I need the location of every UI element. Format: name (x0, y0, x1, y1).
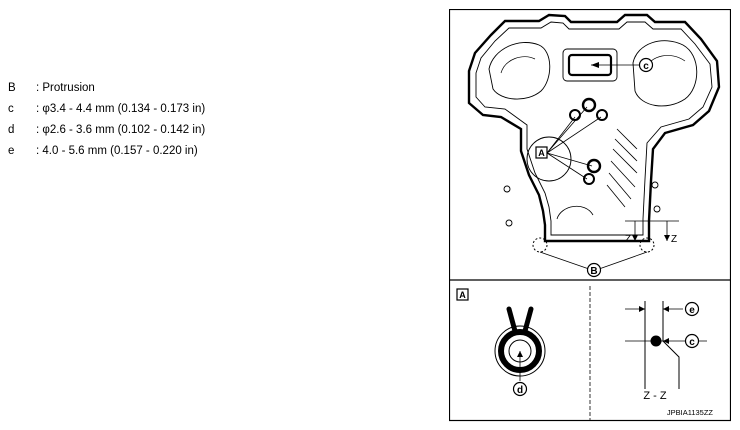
cover-ribs (606, 128, 638, 208)
bolt-boss-1 (581, 97, 597, 113)
mount-lug-4 (653, 205, 661, 213)
legend-item-e: e : 4.0 - 5.6 mm (0.157 - 0.220 in) (8, 141, 205, 162)
c-leader-arrow (591, 62, 599, 68)
section-arrowheads (632, 235, 670, 241)
mount-lug-3 (651, 181, 659, 189)
legend-key: e (8, 145, 15, 157)
bottom-boss (556, 206, 594, 220)
section-arrows (634, 221, 668, 241)
callout-c-section: c (689, 337, 695, 348)
legend-key: B (8, 82, 16, 94)
callout-e-circle (684, 301, 700, 317)
protrusion-right (639, 237, 655, 253)
legend-key: c (8, 103, 14, 115)
section-marker-left: Z (625, 234, 631, 245)
bolt-boss-4 (586, 158, 602, 174)
sealant-bead-outline (467, 13, 721, 243)
bolt-boss-2 (569, 109, 581, 121)
callout-c-main: c (643, 61, 649, 72)
e-arrows (639, 306, 669, 312)
b-leader-lines (539, 251, 648, 270)
detail-a-label: A (459, 290, 466, 300)
callout-c-main-circle (638, 57, 654, 73)
bolt-boss-3 (596, 109, 608, 121)
figure-code: JPBIA1135ZZ (667, 408, 714, 417)
mount-lug-1 (503, 185, 511, 193)
callout-b-circle (586, 262, 602, 278)
protrusion-left (532, 237, 548, 253)
callout-b: B (590, 266, 597, 277)
legend-text: : Protrusion (36, 82, 95, 94)
callout-a-main-box (535, 146, 548, 159)
callout-d: d (517, 385, 523, 396)
section-marker-right: Z (671, 234, 677, 245)
bead-start (506, 306, 534, 334)
callout-c-section-circle (684, 333, 700, 349)
legend-text: : φ2.6 - 3.6 mm (0.102 - 0.142 in) (36, 124, 206, 136)
legend-text: : φ3.4 - 4.4 mm (0.134 - 0.173 in) (36, 103, 206, 115)
section-label: Z - Z (643, 390, 666, 402)
diagram-svg: B c A Z Z A d e c Z - Z JPBIA1135ZZ (449, 9, 731, 422)
cover-body-edge (475, 21, 713, 236)
legend-item-c: c : φ3.4 - 4.4 mm (0.134 - 0.173 in) (8, 99, 205, 120)
front-cover-diagram: B c A Z Z A d e c Z - Z JPBIA1135ZZ (449, 9, 731, 422)
callout-e: e (689, 305, 695, 316)
left-lobe-contour (500, 56, 536, 74)
bolt-boss-5 (583, 173, 595, 185)
detail-a-bolt-hole (494, 306, 546, 381)
left-cam-lobe (488, 42, 551, 100)
legend-item-d: d : φ2.6 - 3.6 mm (0.102 - 0.142 in) (8, 120, 205, 141)
crankshaft-opening (526, 136, 572, 182)
legend-key: d (8, 124, 15, 136)
callout-a-main: A (538, 148, 545, 158)
right-cam-lobe (632, 40, 698, 107)
a-leader-lines (546, 106, 602, 180)
section-profile (644, 301, 680, 389)
c-section-arrow (663, 338, 669, 344)
legend-text: : 4.0 - 5.6 mm (0.157 - 0.220 in) (36, 145, 198, 157)
front-timing-cover (467, 13, 721, 243)
detail-a-label-box (456, 288, 469, 301)
mount-lug-2 (505, 219, 513, 227)
legend: B : Protrusion c : φ3.4 - 4.4 mm (0.134 - … (8, 78, 205, 162)
legend-item-b: B : Protrusion (8, 78, 205, 99)
d-leader-arrow (517, 351, 523, 357)
callout-d-circle (512, 381, 528, 397)
